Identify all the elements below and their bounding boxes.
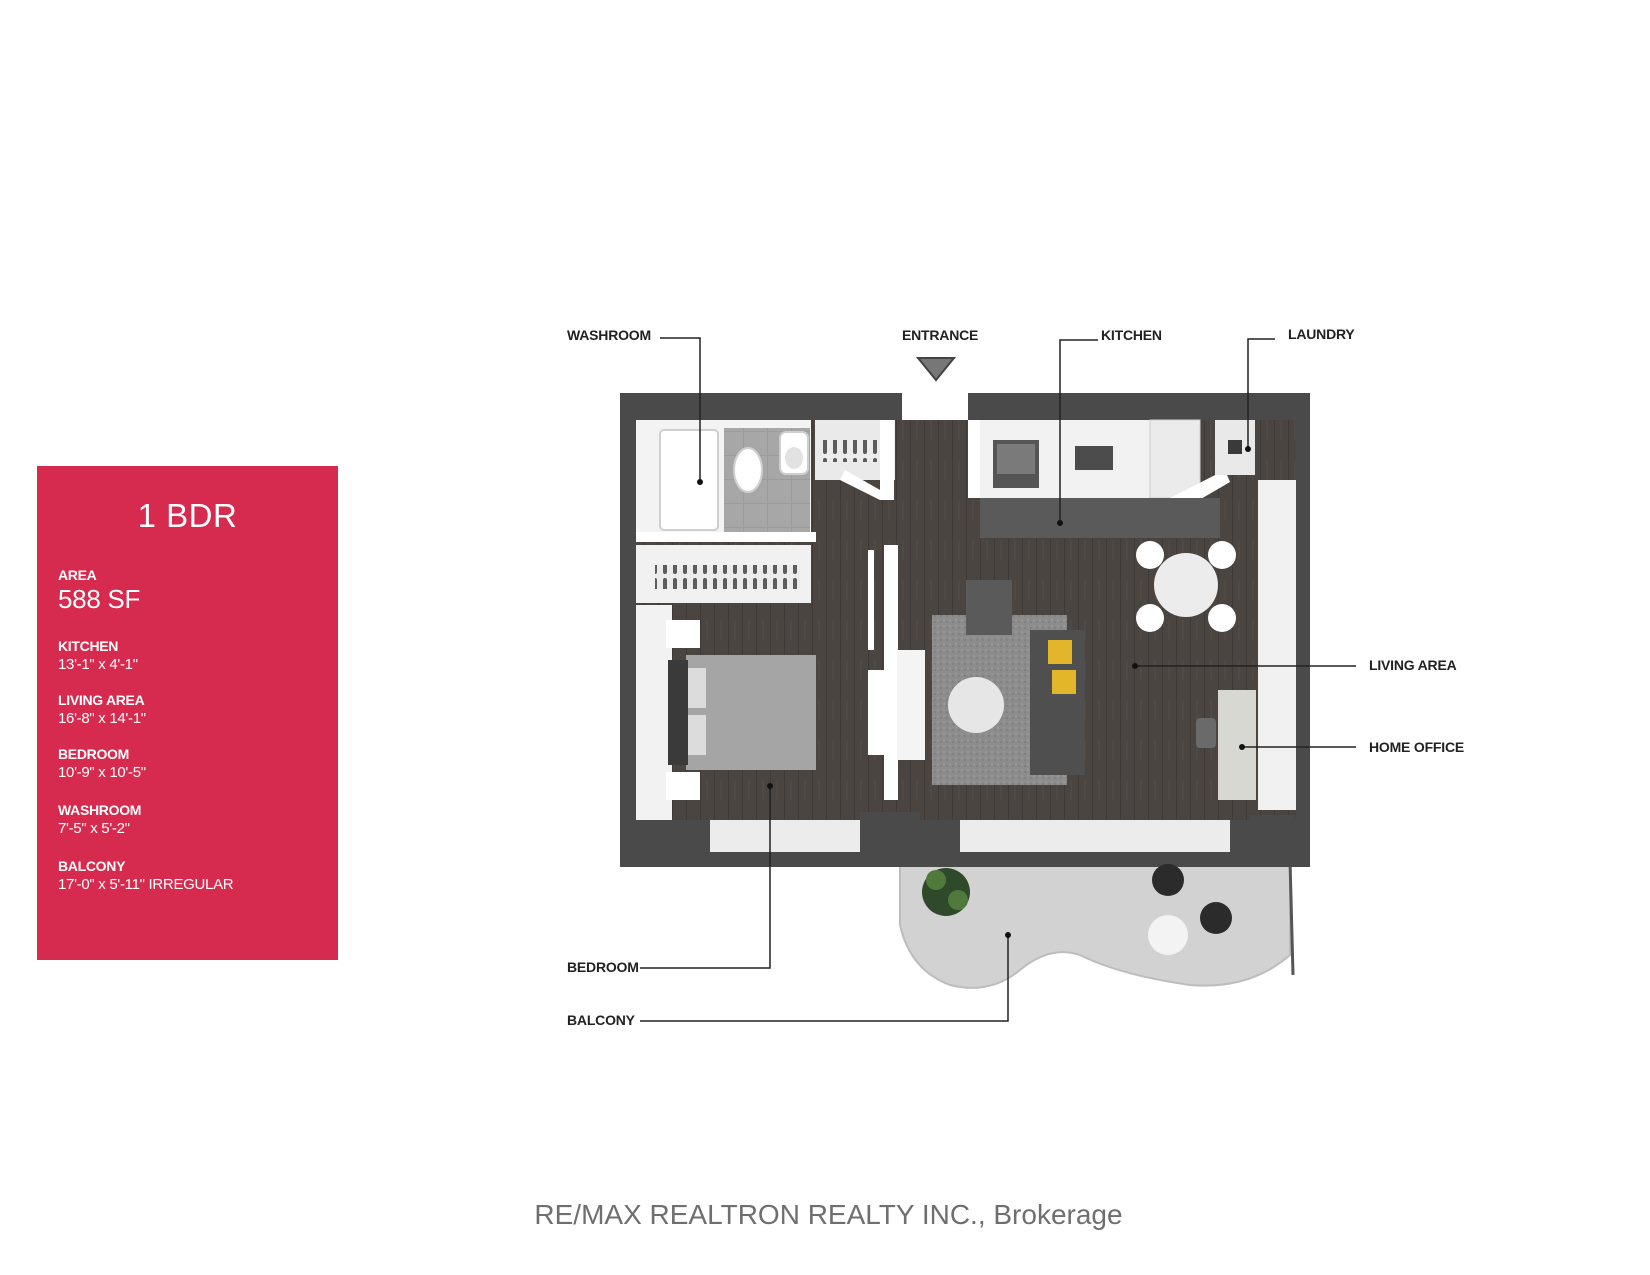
balcony-label: BALCONY xyxy=(58,858,126,874)
area-value: 588 SF xyxy=(58,584,141,614)
washroom-callout: WASHROOM xyxy=(567,327,651,343)
bedroom-label: BEDROOM xyxy=(58,746,130,762)
kitchen-callout: KITCHEN xyxy=(1101,327,1162,343)
kitchen-label: KITCHEN xyxy=(58,638,119,654)
bathtub xyxy=(659,429,719,531)
unit-info-panel: 1 BDR AREA 588 SF KITCHEN 13'-1" x 4'-1"… xyxy=(37,466,338,960)
entrance-callout: ENTRANCE xyxy=(902,327,979,343)
bed xyxy=(686,655,816,770)
unit-type-title: 1 BDR xyxy=(137,497,238,534)
bedroom-dimensions: 10'-9" x 10'-5" xyxy=(58,764,146,781)
sink xyxy=(1075,446,1113,470)
balcony-spec: BALCONY 17'-0" x 5'-11" IRREGULAR xyxy=(58,857,234,894)
toilet xyxy=(733,447,763,493)
washroom-spec: WASHROOM 7'-5" x 5'-2" xyxy=(58,801,141,838)
balcony-floor xyxy=(899,859,1291,989)
home-office-desk xyxy=(1218,690,1256,800)
armchair xyxy=(966,580,1012,635)
home-office-callout: HOME OFFICE xyxy=(1369,739,1465,755)
bedroom-spec: BEDROOM 10'-9" x 10'-5" xyxy=(58,745,146,782)
living-area-dimensions: 16'-8" x 14'-1" xyxy=(58,710,146,727)
entrance-arrow-icon xyxy=(915,357,957,382)
balcony-callout: BALCONY xyxy=(567,1012,635,1028)
coffee-table xyxy=(948,677,1004,733)
balcony-dimensions: 17'-0" x 5'-11" IRREGULAR xyxy=(58,876,234,893)
area-spec: AREA 588 SF xyxy=(58,566,140,614)
fridge xyxy=(1149,419,1201,499)
living-area-spec: LIVING AREA 16'-8" x 14'-1" xyxy=(58,691,146,728)
brokerage-watermark: RE/MAX REALTRON REALTY INC., Brokerage xyxy=(497,1197,1160,1233)
kitchen-floor-tile xyxy=(980,498,1220,538)
washroom-label: WASHROOM xyxy=(58,802,142,818)
balcony-table xyxy=(1148,915,1188,955)
kitchen-dimensions: 13'-1" x 4'-1" xyxy=(58,656,138,673)
living-area-callout: LIVING AREA xyxy=(1369,657,1457,673)
dining-table xyxy=(1154,553,1218,617)
bedroom-callout: BEDROOM xyxy=(567,959,639,975)
area-label: AREA xyxy=(58,567,97,583)
washroom-dimensions: 7'-5" x 5'-2" xyxy=(58,820,130,837)
living-area-label: LIVING AREA xyxy=(58,692,145,708)
kitchen-spec: KITCHEN 13'-1" x 4'-1" xyxy=(58,637,138,674)
laundry-callout: LAUNDRY xyxy=(1288,326,1355,342)
callout-lines xyxy=(640,337,1356,1022)
